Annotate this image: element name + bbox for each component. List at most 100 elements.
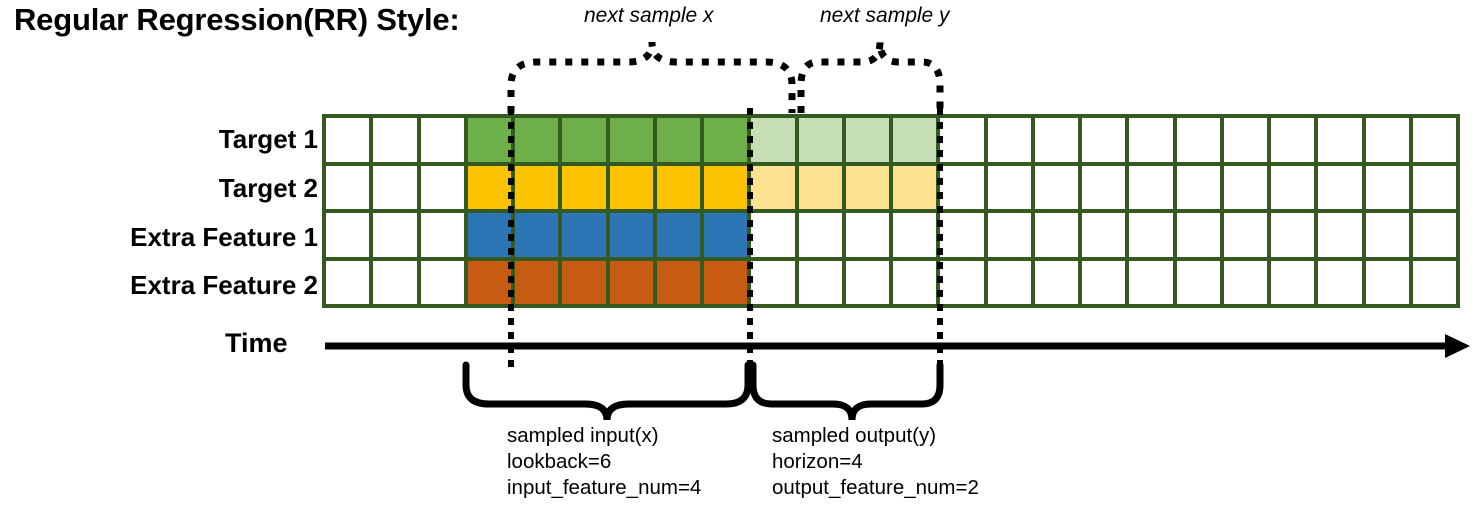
cell-empty-r0-c20 [1271,118,1315,162]
cell-empty-r3-c21 [1318,260,1362,304]
cell-input-r2-c8 [704,213,748,257]
cell-empty-r0-c2 [420,118,464,162]
cell-empty-r2-c0 [326,213,370,257]
cell-empty-r1-c0 [326,165,370,209]
cell-empty-r1-c21 [1318,165,1362,209]
cell-empty-r2-c18 [1176,213,1220,257]
cell-input-r0-c5 [562,118,606,162]
cell-empty-r1-c22 [1365,165,1409,209]
cell-empty-r3-c11 [845,260,889,304]
cell-empty-r2-c21 [1318,213,1362,257]
row-label-target-2: Target 2 [218,173,318,203]
cell-input-r3-c3 [467,260,511,304]
cell-empty-r3-c18 [1176,260,1220,304]
cell-empty-r1-c23 [1412,165,1456,209]
time-axis-arrow [325,334,1470,358]
row-label-extra-feature-1: Extra Feature 1 [130,222,318,252]
cell-empty-r2-c15 [1034,213,1078,257]
cell-input-r0-c8 [704,118,748,162]
cell-input-r2-c6 [609,213,653,257]
cell-empty-r2-c16 [1082,213,1126,257]
cell-empty-r1-c1 [373,165,417,209]
cell-input-r0-c7 [656,118,700,162]
cell-input-r3-c8 [704,260,748,304]
cell-empty-r3-c19 [1223,260,1267,304]
cell-input-r1-c6 [609,165,653,209]
cell-output-r1-c11 [845,165,889,209]
cell-empty-r0-c23 [1412,118,1456,162]
cell-empty-r2-c19 [1223,213,1267,257]
brace-sampled-output [749,361,944,421]
cell-input-r1-c7 [656,165,700,209]
cell-output-r0-c12 [893,118,937,162]
cell-empty-r1-c14 [987,165,1031,209]
cell-empty-r3-c20 [1271,260,1315,304]
cell-empty-r2-c20 [1271,213,1315,257]
cell-empty-r3-c9 [751,260,795,304]
cell-empty-r2-c13 [940,213,984,257]
cell-empty-r1-c20 [1271,165,1315,209]
cell-empty-r3-c14 [987,260,1031,304]
cell-output-r0-c9 [751,118,795,162]
cell-input-r2-c7 [656,213,700,257]
cell-input-r0-c3 [467,118,511,162]
timeseries-grid [322,114,1460,308]
sampled-output-line1: sampled output(y) [772,424,937,447]
cell-output-r1-c10 [798,165,842,209]
sampled-input-line3: input_feature_num=4 [507,476,702,500]
cell-empty-r1-c16 [1082,165,1126,209]
cell-empty-r0-c19 [1223,118,1267,162]
cell-empty-r1-c19 [1223,165,1267,209]
brace-sampled-input [462,361,752,421]
cell-empty-r3-c2 [420,260,464,304]
cell-empty-r3-c17 [1129,260,1173,304]
cell-input-r3-c5 [562,260,606,304]
cell-empty-r1-c18 [1176,165,1220,209]
cell-input-r1-c5 [562,165,606,209]
cell-input-r1-c8 [704,165,748,209]
cell-input-r0-c4 [515,118,559,162]
cell-empty-r1-c17 [1129,165,1173,209]
sampled-input-line2: lookback=6 [507,450,612,474]
cell-empty-r0-c21 [1318,118,1362,162]
cell-input-r3-c4 [515,260,559,304]
cell-empty-r0-c0 [326,118,370,162]
cell-empty-r3-c13 [940,260,984,304]
row-label-extra-feature-2: Extra Feature 2 [130,270,318,300]
cell-input-r3-c6 [609,260,653,304]
brace-next-sample-y [797,41,944,113]
sampled-output-line2: horizon=4 [772,450,863,474]
cell-output-r1-c9 [751,165,795,209]
sampled-output-line3: output_feature_num=2 [772,476,979,500]
page-title: Regular Regression(RR) Style: [14,2,460,37]
cell-empty-r2-c22 [1365,213,1409,257]
time-axis-label: Time [225,328,288,358]
cell-empty-r1-c2 [420,165,464,209]
cell-input-r2-c5 [562,213,606,257]
cell-input-r0-c6 [609,118,653,162]
cell-empty-r2-c10 [798,213,842,257]
cell-empty-r2-c9 [751,213,795,257]
cell-empty-r0-c13 [940,118,984,162]
cell-empty-r2-c2 [420,213,464,257]
cell-empty-r0-c15 [1034,118,1078,162]
cell-empty-r2-c17 [1129,213,1173,257]
cell-empty-r3-c15 [1034,260,1078,304]
cell-output-r0-c11 [845,118,889,162]
cell-empty-r0-c18 [1176,118,1220,162]
cell-empty-r0-c22 [1365,118,1409,162]
cell-empty-r3-c10 [798,260,842,304]
cell-empty-r0-c1 [373,118,417,162]
cell-empty-r2-c14 [987,213,1031,257]
cell-input-r2-c3 [467,213,511,257]
cell-output-r1-c12 [893,165,937,209]
cell-empty-r0-c14 [987,118,1031,162]
cell-output-r0-c10 [798,118,842,162]
cell-empty-r3-c16 [1082,260,1126,304]
cell-empty-r2-c12 [893,213,937,257]
cell-empty-r3-c22 [1365,260,1409,304]
cell-empty-r3-c12 [893,260,937,304]
brace-next-sample-x [507,41,796,113]
